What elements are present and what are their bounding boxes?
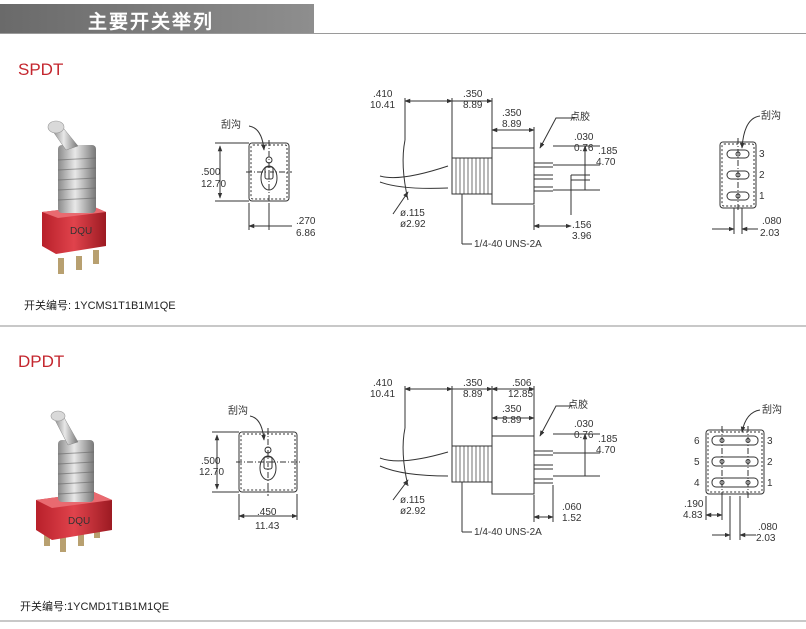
header-divider [0, 33, 806, 34]
spdt-side-view [379, 98, 600, 245]
dpdt-bottom-p-in: .080 [758, 522, 778, 533]
dpdt-side-d3-in: .350 [502, 404, 522, 415]
dpdt-bottom-pin-3: 3 [767, 436, 773, 447]
dpdt-bottom-pin-5: 5 [694, 457, 700, 468]
dpdt-side-dia-in: ø.115 [400, 495, 425, 506]
dpdt-side-d5-in: .185 [598, 434, 618, 445]
dpdt-front-h-in: .500 [201, 456, 221, 467]
dpdt-bottom-label: 刮沟 [762, 403, 782, 416]
spdt-front-view [215, 125, 292, 230]
dpdt-side-d2-mm: 8.89 [463, 389, 483, 400]
dpdt-bottom-pin-6: 6 [694, 436, 700, 447]
spdt-bottom-pin-3: 3 [759, 149, 765, 160]
spdt-bottom-view [712, 115, 761, 234]
spdt-switch-photo: DQU [42, 120, 106, 274]
spdt-side-d3-mm: 8.89 [502, 119, 522, 130]
spdt-front-h-in: .500 [201, 167, 221, 178]
dpdt-bottom-r-mm: 4.83 [683, 510, 703, 521]
page-title: 主要开关举列 [88, 11, 215, 33]
spdt-bottom-pin-1: 1 [759, 191, 765, 202]
spdt-side-d6-in: .156 [572, 220, 592, 231]
spdt-bottom-p-in: .080 [762, 216, 782, 227]
header-banner: 主要开关举列 [0, 4, 314, 34]
dpdt-bottom-view [705, 409, 765, 540]
dpdt-front-view [212, 415, 300, 520]
spdt-side-d4-mm: 0.76 [574, 143, 594, 154]
spdt-side-d1-mm: 10.41 [370, 100, 395, 111]
dpdt-side-thread: 1/4-40 UNS-2A [474, 527, 542, 538]
dpdt-side-d4-mm: 0.76 [574, 430, 594, 441]
spdt-bottom-pin-2: 2 [759, 170, 765, 181]
dpdt-side-d1-mm: 10.41 [370, 389, 395, 400]
dpdt-side-d2-in: .350 [463, 378, 483, 389]
spdt-part-number: 开关编号: 1YCMS1T1B1M1QE [24, 300, 176, 312]
dpdt-bottom-pin-4: 4 [694, 478, 700, 489]
dpdt-front-w-mm: 11.43 [255, 521, 280, 532]
dpdt-switch-photo: DQU [36, 410, 112, 552]
spdt-side-d2-mm: 8.89 [463, 100, 483, 111]
spdt-side-d1-in: .410 [373, 89, 393, 100]
spdt-bottom-label: 刮沟 [761, 109, 781, 122]
spdt-side-dia-in: ø.115 [400, 208, 425, 219]
spdt-side-point-label: 点胶 [570, 110, 590, 123]
dpdt-front-label: 刮沟 [228, 404, 248, 417]
spdt-front-w-mm: 6.86 [296, 228, 316, 239]
spdt-side-d3-in: .350 [502, 108, 522, 119]
dpdt-bottom-p-mm: 2.03 [756, 533, 776, 544]
dpdt-bottom-pin-2: 2 [767, 457, 773, 468]
dpdt-side-d1-in: .410 [373, 378, 393, 389]
spdt-side-d6-mm: 3.96 [572, 231, 592, 242]
dpdt-front-h-mm: 12.70 [199, 467, 224, 478]
dpdt-title: DPDT [18, 352, 65, 371]
dpdt-side-d5-mm: 4.70 [596, 445, 616, 456]
dpdt-side-d7-in: .506 [512, 378, 532, 389]
bottom-divider [0, 620, 806, 622]
spdt-side-d4-in: .030 [574, 132, 594, 143]
spdt-side-dia-mm: ø2.92 [400, 219, 426, 230]
spdt-front-w-in: .270 [296, 216, 316, 227]
svg-text:DQU: DQU [68, 516, 90, 527]
section-divider [0, 325, 806, 327]
dpdt-side-d6-in: .060 [562, 502, 582, 513]
dpdt-side-dia-mm: ø2.92 [400, 506, 426, 517]
dpdt-part-number: 开关编号:1YCMD1T1B1M1QE [20, 601, 170, 613]
dpdt-side-d4-in: .030 [574, 419, 594, 430]
spdt-side-d5-in: .185 [598, 146, 618, 157]
dpdt-front-w-in: .450 [257, 507, 277, 518]
spdt-side-d5-mm: 4.70 [596, 157, 616, 168]
spdt-bottom-p-mm: 2.03 [760, 228, 780, 239]
spdt-front-h-mm: 12.70 [201, 179, 226, 190]
dpdt-side-d7-mm: 12.85 [508, 389, 533, 400]
dpdt-side-d3-mm: 8.89 [502, 415, 522, 426]
spdt-side-thread: 1/4-40 UNS-2A [474, 239, 542, 250]
dpdt-side-d6-mm: 1.52 [562, 513, 582, 524]
spdt-side-d2-in: .350 [463, 89, 483, 100]
dpdt-side-view [379, 386, 600, 533]
spdt-front-label: 刮沟 [221, 118, 241, 131]
svg-text:DQU: DQU [70, 226, 92, 237]
spdt-title: SPDT [18, 60, 64, 79]
dpdt-side-point-label: 点胶 [568, 398, 588, 411]
dpdt-bottom-pin-1: 1 [767, 478, 773, 489]
dpdt-bottom-r-in: .190 [684, 499, 704, 510]
